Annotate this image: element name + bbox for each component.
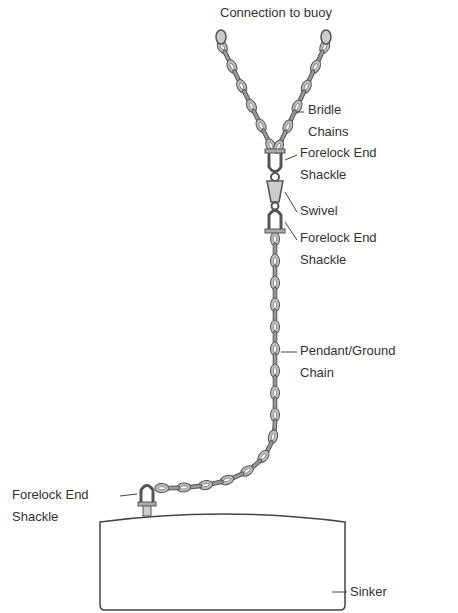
chain-link-hole: [274, 368, 277, 375]
chain-guide: [155, 236, 275, 488]
forelock-shackle: [265, 149, 285, 172]
part-label: Connection to buoy: [220, 2, 350, 24]
chain-link-hole: [274, 324, 277, 331]
part-label: Forelock End Shackle: [300, 227, 382, 271]
sinker-block: [100, 514, 345, 610]
forelock-shackle: [265, 211, 285, 234]
chain-link-hole: [274, 258, 277, 265]
chain-link-hole: [274, 390, 277, 397]
chain-link-hole: [229, 63, 235, 71]
chain-link: [155, 484, 169, 493]
part-label: Forelock End Shackle: [300, 142, 382, 186]
chain-link-hole: [271, 433, 276, 441]
chain-link-hole: [313, 63, 319, 71]
chain-link-hole: [285, 123, 291, 131]
part-label: Sinker: [350, 581, 410, 603]
chain-link-hole: [274, 280, 277, 287]
chain-link-hole: [258, 122, 264, 130]
part-label: Swivel: [300, 200, 360, 222]
buoy-connector: [321, 30, 331, 44]
chain-link-hole: [243, 468, 251, 474]
chain-guide: [221, 44, 273, 150]
part-label: Forelock End Shackle: [12, 484, 94, 528]
chain-link-hole: [202, 483, 209, 487]
swivel: [267, 173, 283, 210]
chain-link-hole: [223, 477, 231, 482]
chain-link-hole: [158, 487, 165, 490]
part-label: Bridle Chains: [308, 99, 360, 143]
chain-link-face: [155, 484, 169, 493]
chain-link-hole: [274, 346, 277, 353]
chain-link-hole: [303, 83, 309, 91]
chain-link-hole: [180, 486, 187, 489]
chain-link-hole: [274, 302, 277, 309]
chain-link-hole: [260, 453, 267, 460]
chain-link-hole: [274, 236, 277, 243]
part-label: Pendant/Ground Chain: [300, 340, 410, 384]
forelock-shackle: [138, 486, 156, 507]
chain-link-hole: [239, 82, 245, 90]
buoy-connector: [216, 30, 226, 44]
chain-link-hole: [274, 412, 277, 419]
chain-link-hole: [268, 142, 274, 150]
chain-link-hole: [249, 102, 255, 110]
chain-link-hole: [294, 103, 300, 111]
